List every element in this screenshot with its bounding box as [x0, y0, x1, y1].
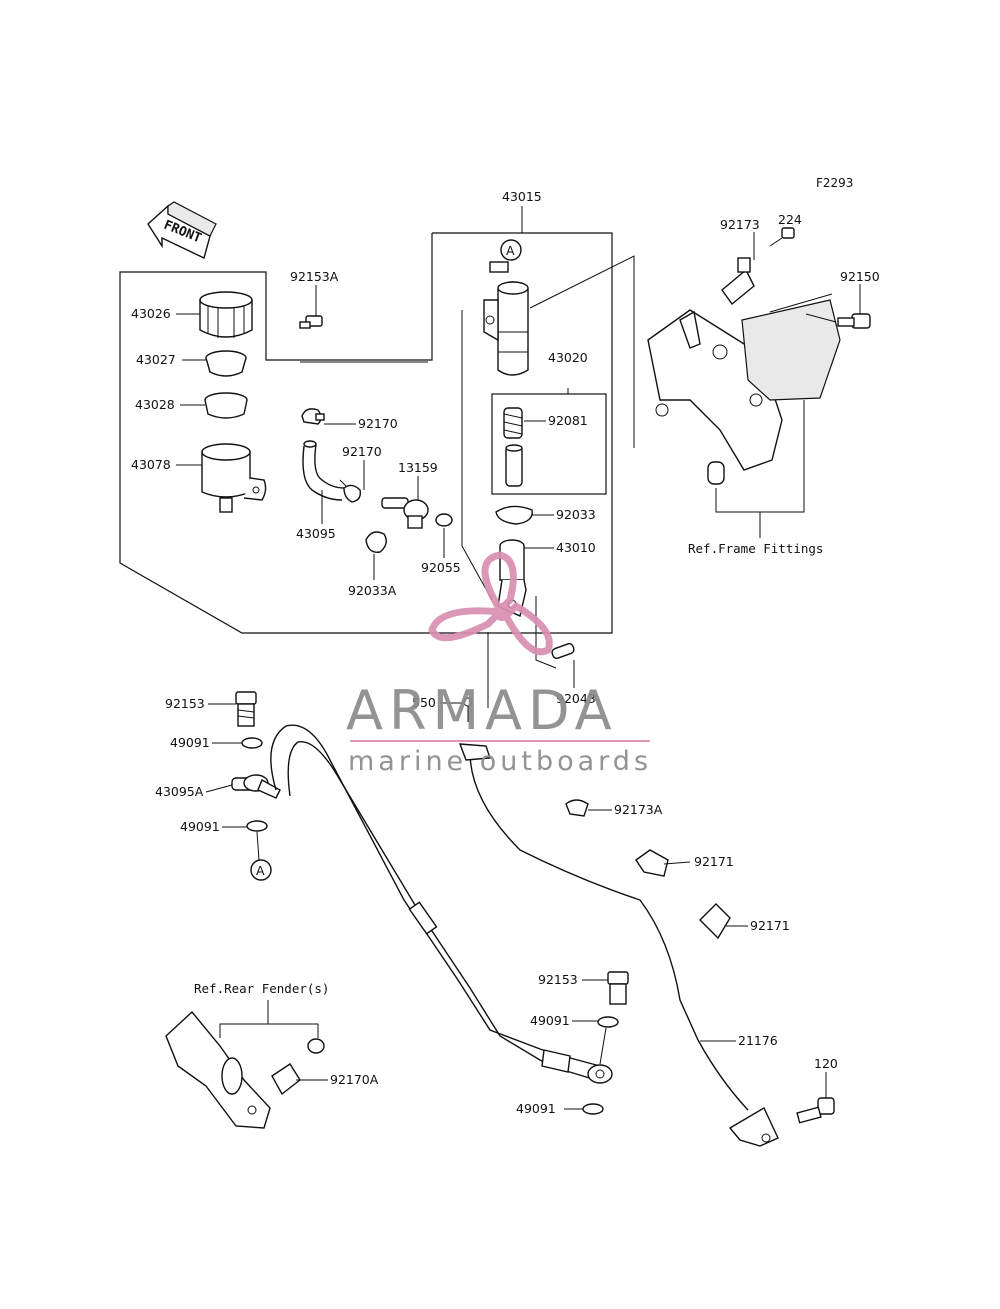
master-cylinder-body: [483, 261, 529, 376]
washer-49091-a: [241, 737, 263, 749]
reservoir-tank: [201, 443, 267, 513]
front-arrow-icon: FRONT: [147, 201, 217, 259]
leader-lines: [176, 232, 861, 1110]
label-43010: 43010: [556, 540, 596, 555]
label-21176: 21176: [738, 1033, 778, 1048]
label-92153-top: 92153: [165, 696, 205, 711]
label-224: 224: [778, 212, 802, 227]
bolt-92153a: [299, 315, 323, 329]
circlip-92033a: [365, 531, 387, 553]
label-13159: 13159: [398, 460, 438, 475]
label-92150: 92150: [840, 269, 880, 284]
diaphragm-plate: [204, 392, 248, 419]
piston-assembly: [505, 444, 523, 487]
label-92170a: 92170A: [330, 1072, 379, 1087]
label-550: 550: [412, 695, 436, 710]
connector-fitting: [381, 497, 429, 529]
label-92170-top: 92170: [358, 416, 398, 431]
label-92173: 92173: [720, 217, 760, 232]
reservoir-cap: [199, 291, 253, 338]
watermark-tagline: marine outboards: [348, 746, 652, 777]
label-92170-middle: 92170: [342, 444, 382, 459]
label-49091-d: 49091: [516, 1101, 556, 1116]
marker-a-top-label: A: [506, 243, 515, 258]
label-43078: 43078: [131, 457, 171, 472]
cotter-pin-550: [463, 697, 473, 722]
hose-clamp-top: [301, 408, 325, 425]
label-92055: 92055: [421, 560, 461, 575]
spring-92081: [503, 407, 523, 439]
assembly-outline: [119, 206, 635, 708]
label-92171-top: 92171: [694, 854, 734, 869]
banjo-fitting-43095a: [231, 774, 281, 799]
label-49091-b: 49091: [180, 819, 220, 834]
watermark-brand: ARMADA: [346, 679, 618, 742]
propeller-logo-icon: [428, 551, 553, 656]
marker-a-bottom: A: [250, 859, 272, 881]
banjo-bolt-bottom: [607, 971, 629, 1005]
frame-bracket: [647, 299, 841, 485]
o-ring-92055: [435, 513, 453, 527]
label-43028: 43028: [135, 397, 175, 412]
brake-light-switch-cable: [458, 743, 779, 1147]
clamp-92171-bottom: [699, 903, 731, 940]
marker-a-bottom-label: A: [256, 863, 265, 878]
rear-fender-bracket: [165, 1010, 271, 1129]
hose-guide-92170a: [271, 1038, 325, 1096]
label-43020: 43020: [548, 350, 588, 365]
fender-ref-lines: [219, 1000, 319, 1038]
ref-rear-fender: Ref.Rear Fender(s): [194, 981, 329, 996]
pin-92043: [551, 642, 575, 660]
circlip-92033: [495, 505, 533, 525]
bolt-224: [769, 227, 795, 247]
banjo-fitting-bottom: [587, 1064, 613, 1084]
banjo-bolt-top: [235, 691, 257, 727]
reservoir-hose: [302, 440, 345, 501]
washer-49091-d: [582, 1103, 604, 1115]
label-92173a: 92173A: [614, 802, 663, 817]
ref-frame-fittings: Ref.Frame Fittings: [688, 541, 823, 556]
label-49091-c: 49091: [530, 1013, 570, 1028]
clamp-92173a: [565, 799, 589, 817]
label-43026: 43026: [131, 306, 171, 321]
part-labels: 43015 92173 224 92150 92153A 43026 43027…: [131, 189, 880, 1116]
label-43015: 43015: [502, 189, 542, 204]
figure-code: F2293: [816, 176, 853, 190]
label-92033: 92033: [556, 507, 596, 522]
label-92153-bottom: 92153: [538, 972, 578, 987]
bolt-92150: [837, 313, 871, 329]
clip-92173: [721, 257, 755, 306]
label-92033a: 92033A: [348, 583, 397, 598]
piston-kit-box: [491, 393, 607, 495]
label-92171-bottom: 92171: [750, 918, 790, 933]
clamp-92171-top: [635, 849, 669, 877]
label-43095a: 43095A: [155, 784, 204, 799]
watermark: ARMADA marine outboards: [346, 551, 652, 777]
label-92153a: 92153A: [290, 269, 339, 284]
washer-49091-c: [597, 1016, 619, 1028]
washer-49091-b: [246, 820, 268, 832]
hose-clamp-middle: [339, 479, 362, 503]
diaphragm: [205, 350, 247, 377]
label-43095: 43095: [296, 526, 336, 541]
label-120: 120: [814, 1056, 838, 1071]
marker-a-top: A: [500, 239, 522, 261]
label-92081: 92081: [548, 413, 588, 428]
screw-120: [796, 1097, 835, 1124]
label-49091-a: 49091: [170, 735, 210, 750]
label-92043: 92043: [556, 691, 596, 706]
brake-hose: [270, 724, 601, 1081]
frame-ref-lines: [715, 293, 837, 538]
label-43027: 43027: [136, 352, 176, 367]
